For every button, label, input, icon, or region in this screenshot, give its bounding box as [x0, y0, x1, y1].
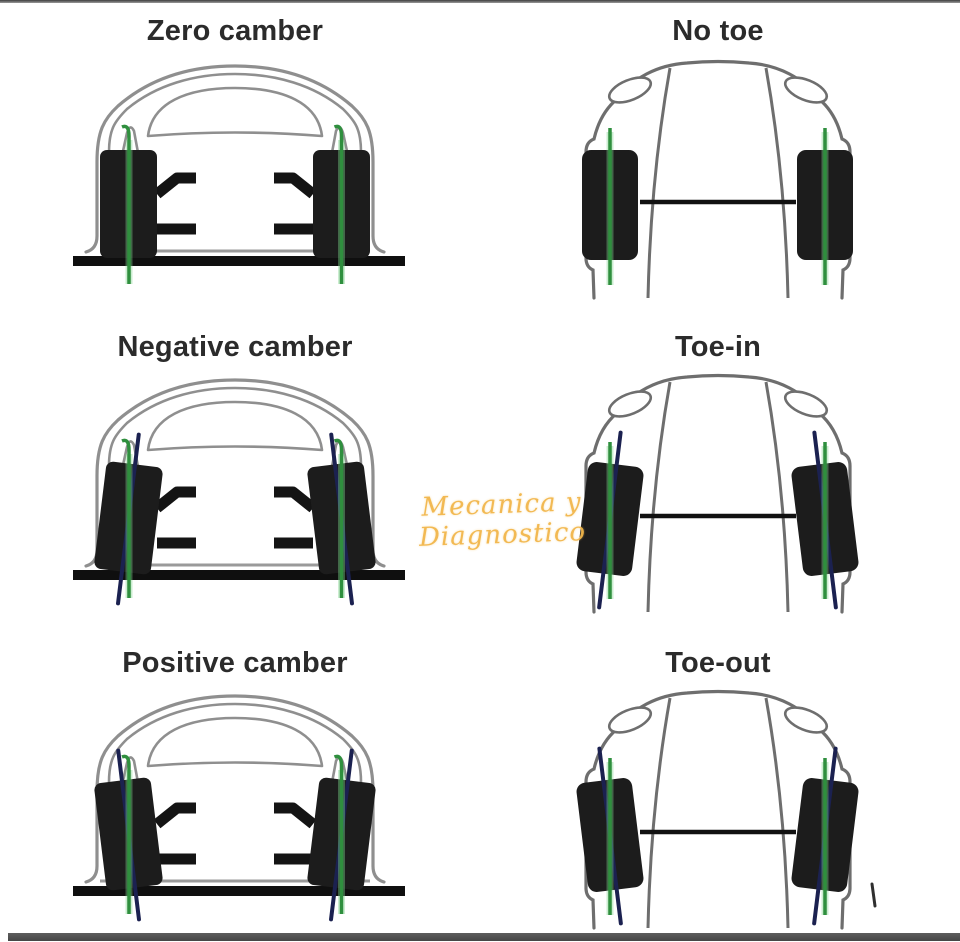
bottom-edge-bar — [8, 933, 960, 941]
title-zero-camber: Zero camber — [146, 15, 324, 47]
stray-mark — [870, 882, 877, 908]
title-negative-camber: Negative camber — [117, 331, 353, 363]
toe-out-diagram — [575, 692, 860, 929]
negative-camber-diagram — [73, 380, 405, 606]
toe-in-diagram — [575, 376, 860, 613]
positive-camber-diagram — [73, 696, 405, 922]
title-positive-camber: Positive camber — [122, 647, 348, 679]
title-no-toe: No toe — [672, 15, 764, 47]
no-toe-diagram — [582, 62, 853, 299]
top-edge-bar — [0, 0, 960, 3]
title-toe-in: Toe-in — [674, 331, 762, 363]
title-toe-out: Toe-out — [665, 647, 771, 679]
zero-camber-diagram — [73, 66, 405, 284]
